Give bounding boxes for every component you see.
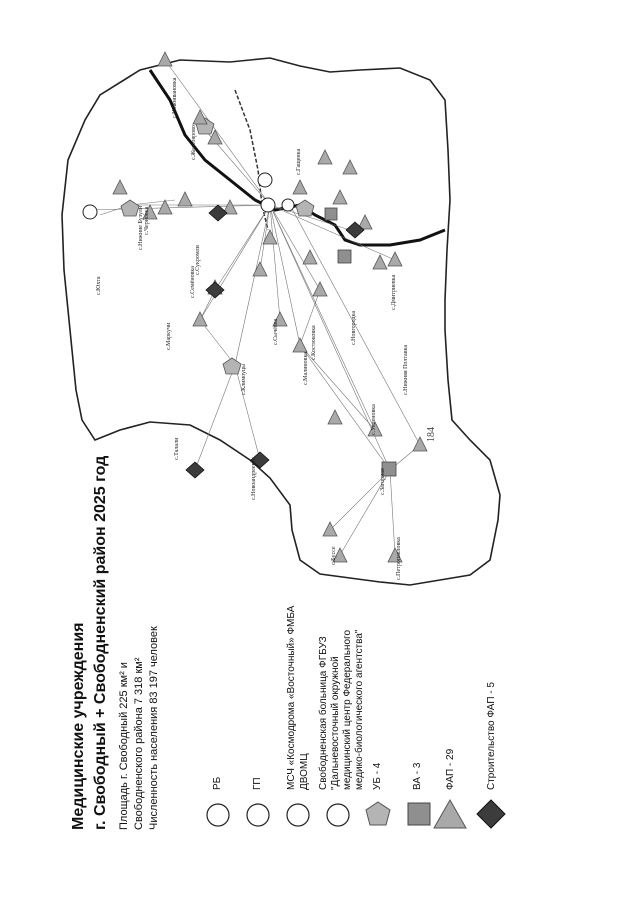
map-label: с.Новгородка (351, 311, 357, 345)
map-label: с.Малиновка (303, 352, 309, 385)
map-label: с.Нижние Бузули (138, 205, 144, 250)
va-markers (324, 207, 397, 477)
map-label: с.Юхта (96, 276, 102, 295)
legend-fap-label: ФАП - 29 (445, 748, 456, 790)
page-number: 184 (426, 427, 437, 442)
map-label: с.Желтоярово (191, 125, 197, 160)
map-label: с.Черновка (144, 206, 150, 235)
legend-hospital-label-3: медицинский центр Федерального (342, 630, 353, 790)
msch-marker (82, 204, 98, 220)
title-line-1: Медицинские учреждения (70, 622, 87, 830)
legend-hospital-label-4: медико-биологического агентства" (354, 629, 365, 790)
fap-markers (112, 51, 428, 563)
population-line: Численность населения 83 197 человек (148, 626, 160, 830)
legend-gp-label: ГП (252, 777, 263, 790)
map-label: с.Костюковка (311, 325, 317, 360)
map-label: с.Дмитриевка (391, 275, 397, 310)
legend-msch-label-2: ДВОМЦ (299, 753, 310, 790)
hospital-marker (281, 198, 295, 212)
map-label: с.Успеновка (371, 404, 377, 435)
map-label: с.Гащенка (296, 149, 302, 175)
map-label: с.Семёновка (190, 266, 196, 298)
rail-line (234, 89, 269, 231)
rb-marker (257, 172, 273, 188)
title-line-2: г. Свободный + Свободненский район 2025 … (92, 455, 109, 830)
map-label: с.Маркучи (166, 322, 172, 350)
map-label: с.Талали (174, 437, 180, 460)
map-label: с.Петропавловка (396, 537, 402, 580)
map-label: с.Сукромли (195, 244, 201, 275)
map-label: с.Сычёвка (273, 318, 279, 345)
legend-hospital-label-2: "Дальневосточный окружной (330, 656, 341, 790)
legend-fap-construction-label: Строительство ФАП - 5 (486, 682, 497, 790)
legend-ub-label: УБ - 4 (372, 762, 383, 790)
area-line-2: Свободненского района 7 318 км² (133, 657, 145, 830)
legend-hospital-label-1: Свободненская больница ФГБУЗ (318, 636, 329, 790)
legend-va-label: ВА - 3 (412, 762, 423, 790)
map-label: с.Климоуцы (241, 364, 247, 395)
legend-rb-label: РБ (212, 776, 223, 790)
settlement-labels: с.Новоивановка с.Костюковка с.Загорная с… (96, 77, 409, 580)
map-label: с.Загорная (380, 468, 386, 495)
connection-lines (89, 59, 421, 556)
legend-msch-label-1: МСЧ «Космодрома «Восточный» ФМБА (286, 605, 297, 790)
area-line-1: Площадь г. Свободный 225 км² и (118, 662, 130, 830)
map-label: с.Нижняя Полтавка (403, 345, 409, 395)
fap-construction-markers (185, 204, 365, 479)
map-label: с.Новоивановка (172, 77, 178, 118)
map-label: с.Новоандреевка (251, 457, 257, 500)
ub-markers (120, 117, 315, 375)
map-label: с.Буссе (331, 546, 337, 565)
district-boundary (61, 57, 501, 586)
gp-marker (260, 197, 276, 213)
city-facilities (82, 172, 295, 220)
